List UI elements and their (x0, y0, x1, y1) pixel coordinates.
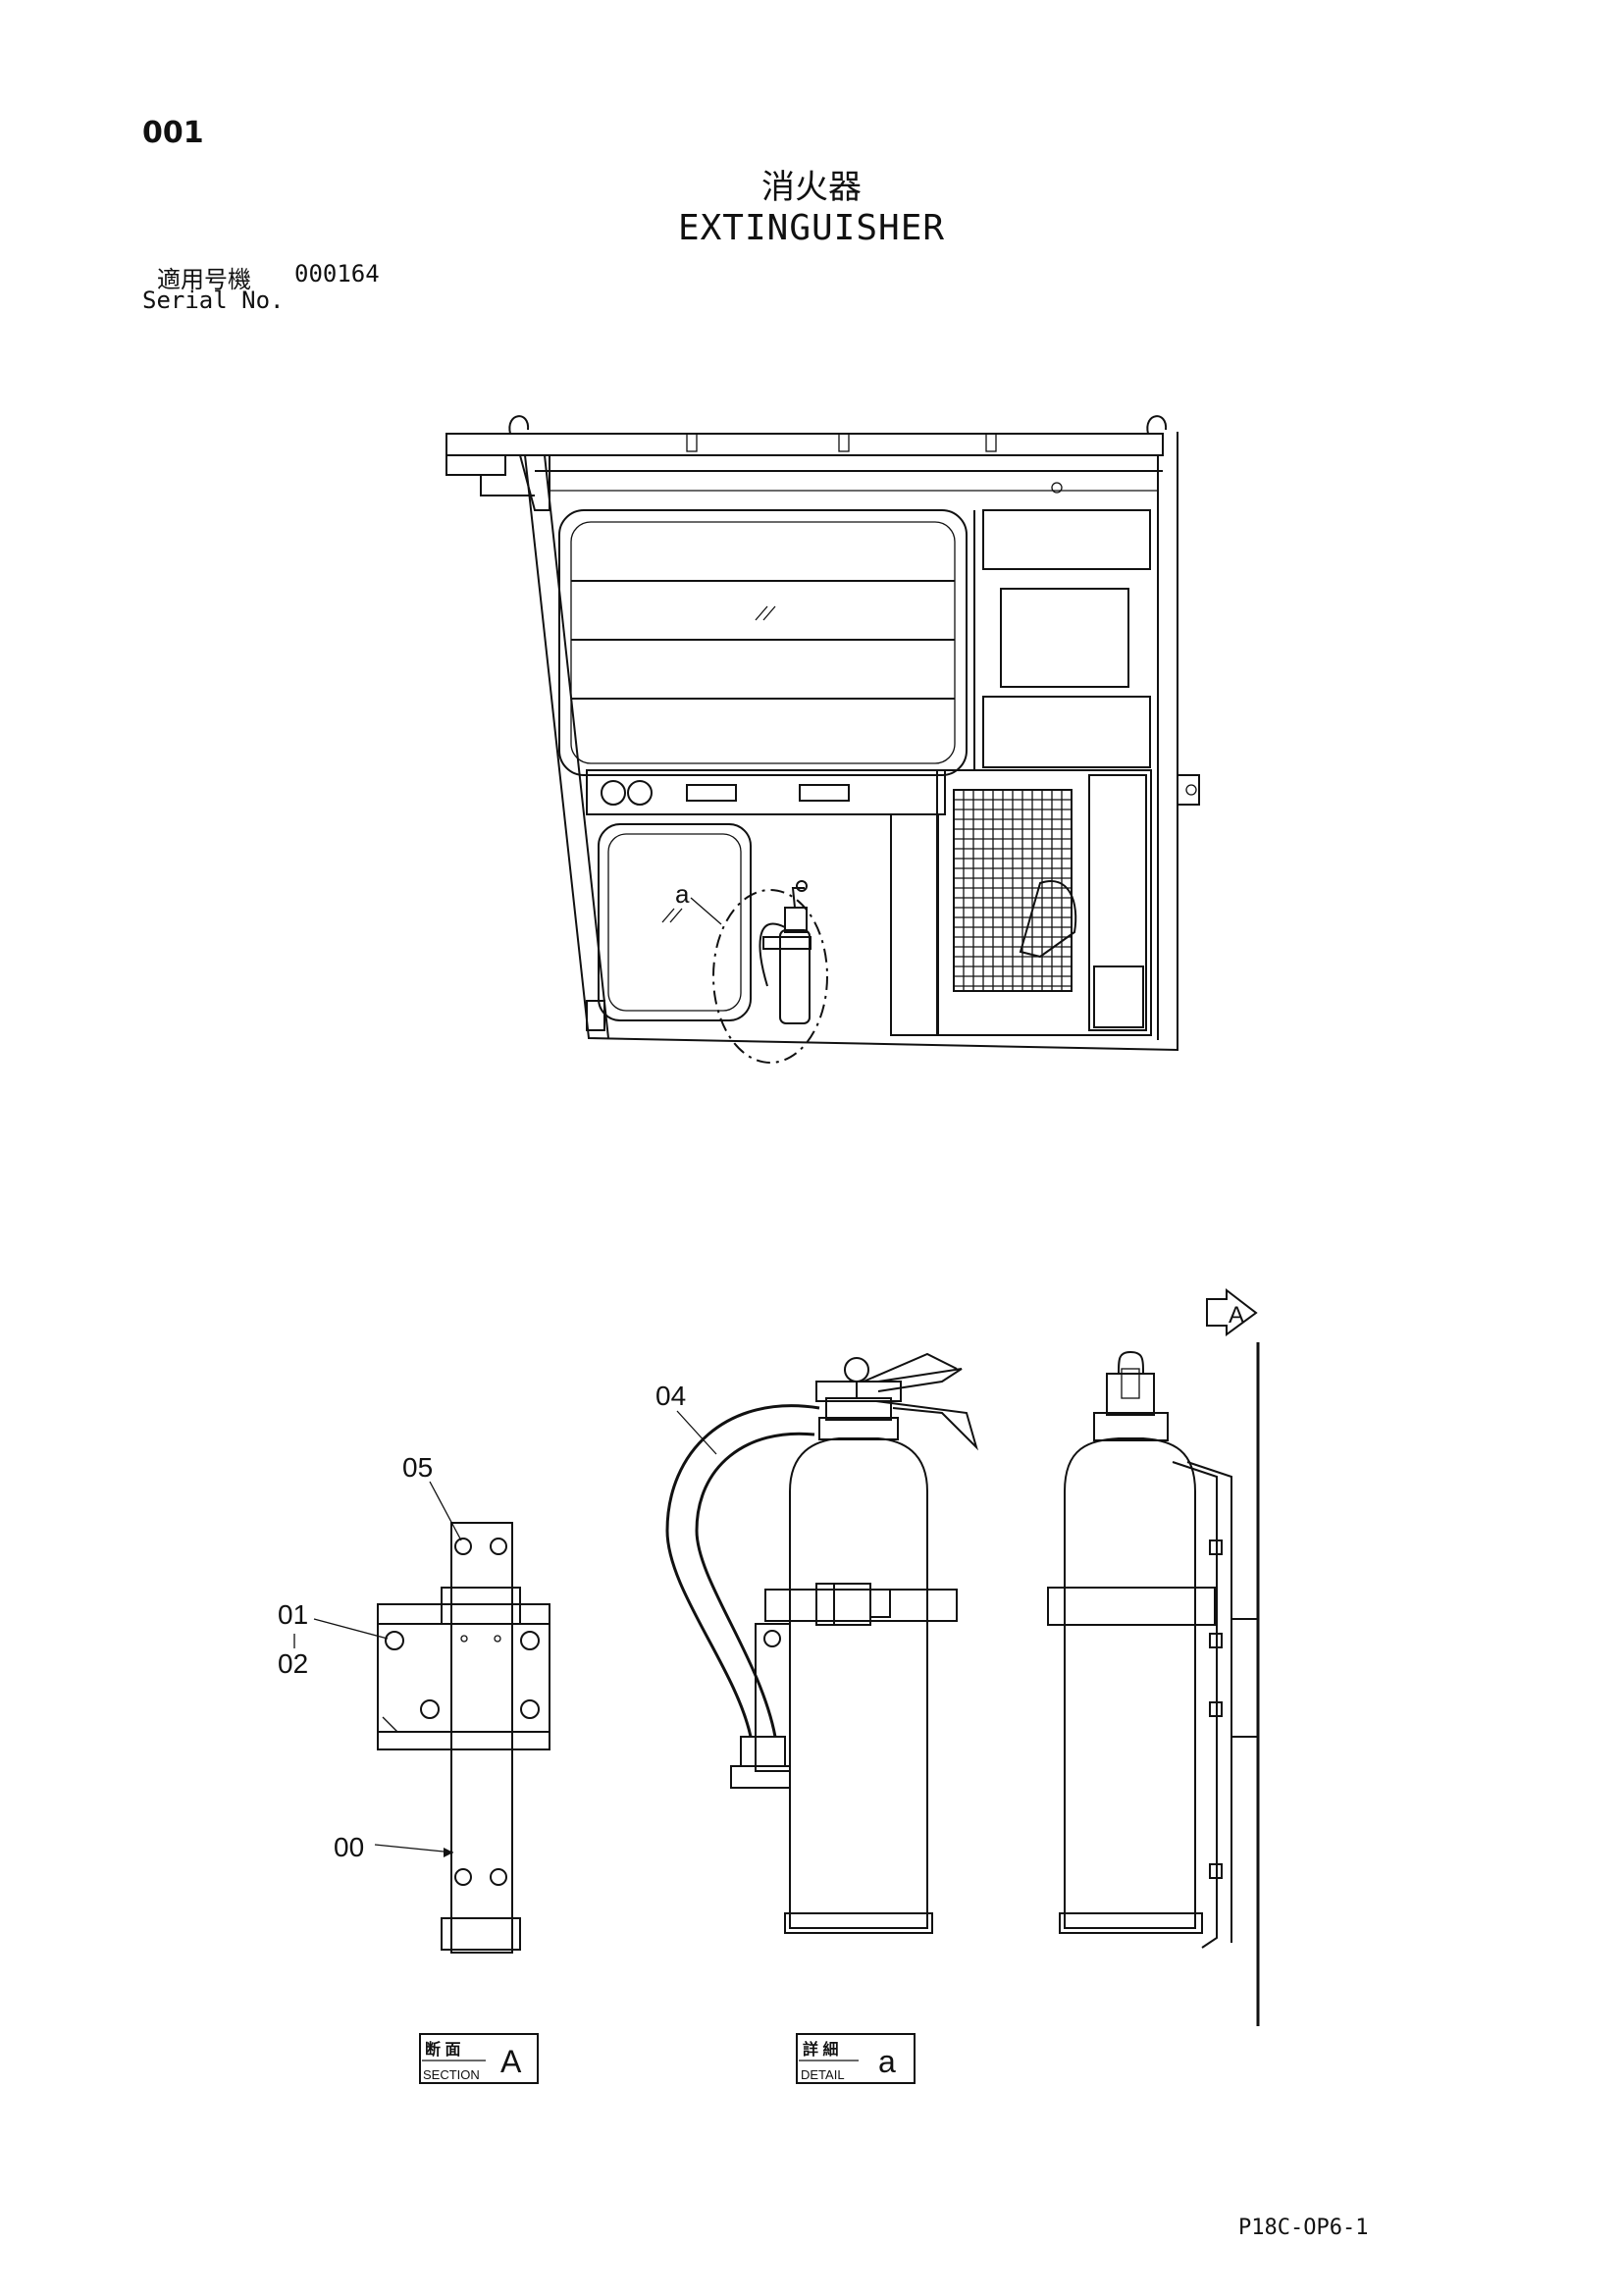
page-title: EXTINGUISHER (677, 208, 946, 248)
section-caption-japanese: 断 面 (425, 2040, 460, 2059)
grille (953, 789, 1073, 992)
detail-callout-label: a (675, 879, 690, 909)
serial-label-japanese: 適用号機 (157, 266, 251, 293)
part-label-05: 05 (402, 1452, 433, 1483)
detail-a-side-extinguisher (1047, 1342, 1260, 2026)
part-label-02: 02 (278, 1648, 308, 1679)
detail-callout-ellipse (712, 889, 828, 1064)
detail-caption-letter: a (878, 2044, 896, 2079)
page-number: 001 (142, 116, 204, 150)
part-label-04: 04 (655, 1381, 686, 1411)
serial-number-value: 000164 (294, 260, 380, 287)
detail-caption: 詳 細 DETAIL a (796, 2033, 916, 2084)
detail-a-front-extinguisher: 04 (655, 1352, 979, 1934)
page-title-japanese: 消火器 (761, 168, 862, 207)
serial-label: Serial No. (142, 287, 285, 314)
view-arrow-label: A (1229, 1302, 1244, 1329)
section-caption-label: SECTION (423, 2067, 480, 2082)
section-caption: 断 面 SECTION A (419, 2033, 539, 2084)
detail-caption-label: DETAIL (801, 2067, 845, 2082)
part-label-00: 00 (334, 1832, 364, 1862)
section-caption-letter: A (500, 2044, 522, 2079)
cab-overview-drawing: a (445, 415, 1200, 1064)
detail-caption-japanese: 詳 細 (803, 2040, 838, 2059)
extinguisher-overview (759, 880, 812, 1024)
section-a-bracket-drawing: 05 01 02 00 (278, 1452, 550, 1954)
view-arrow: A (1206, 1287, 1258, 1336)
part-label-01: 01 (278, 1599, 308, 1630)
drawing-number: P18C-OP6-1 (1238, 2216, 1369, 2240)
